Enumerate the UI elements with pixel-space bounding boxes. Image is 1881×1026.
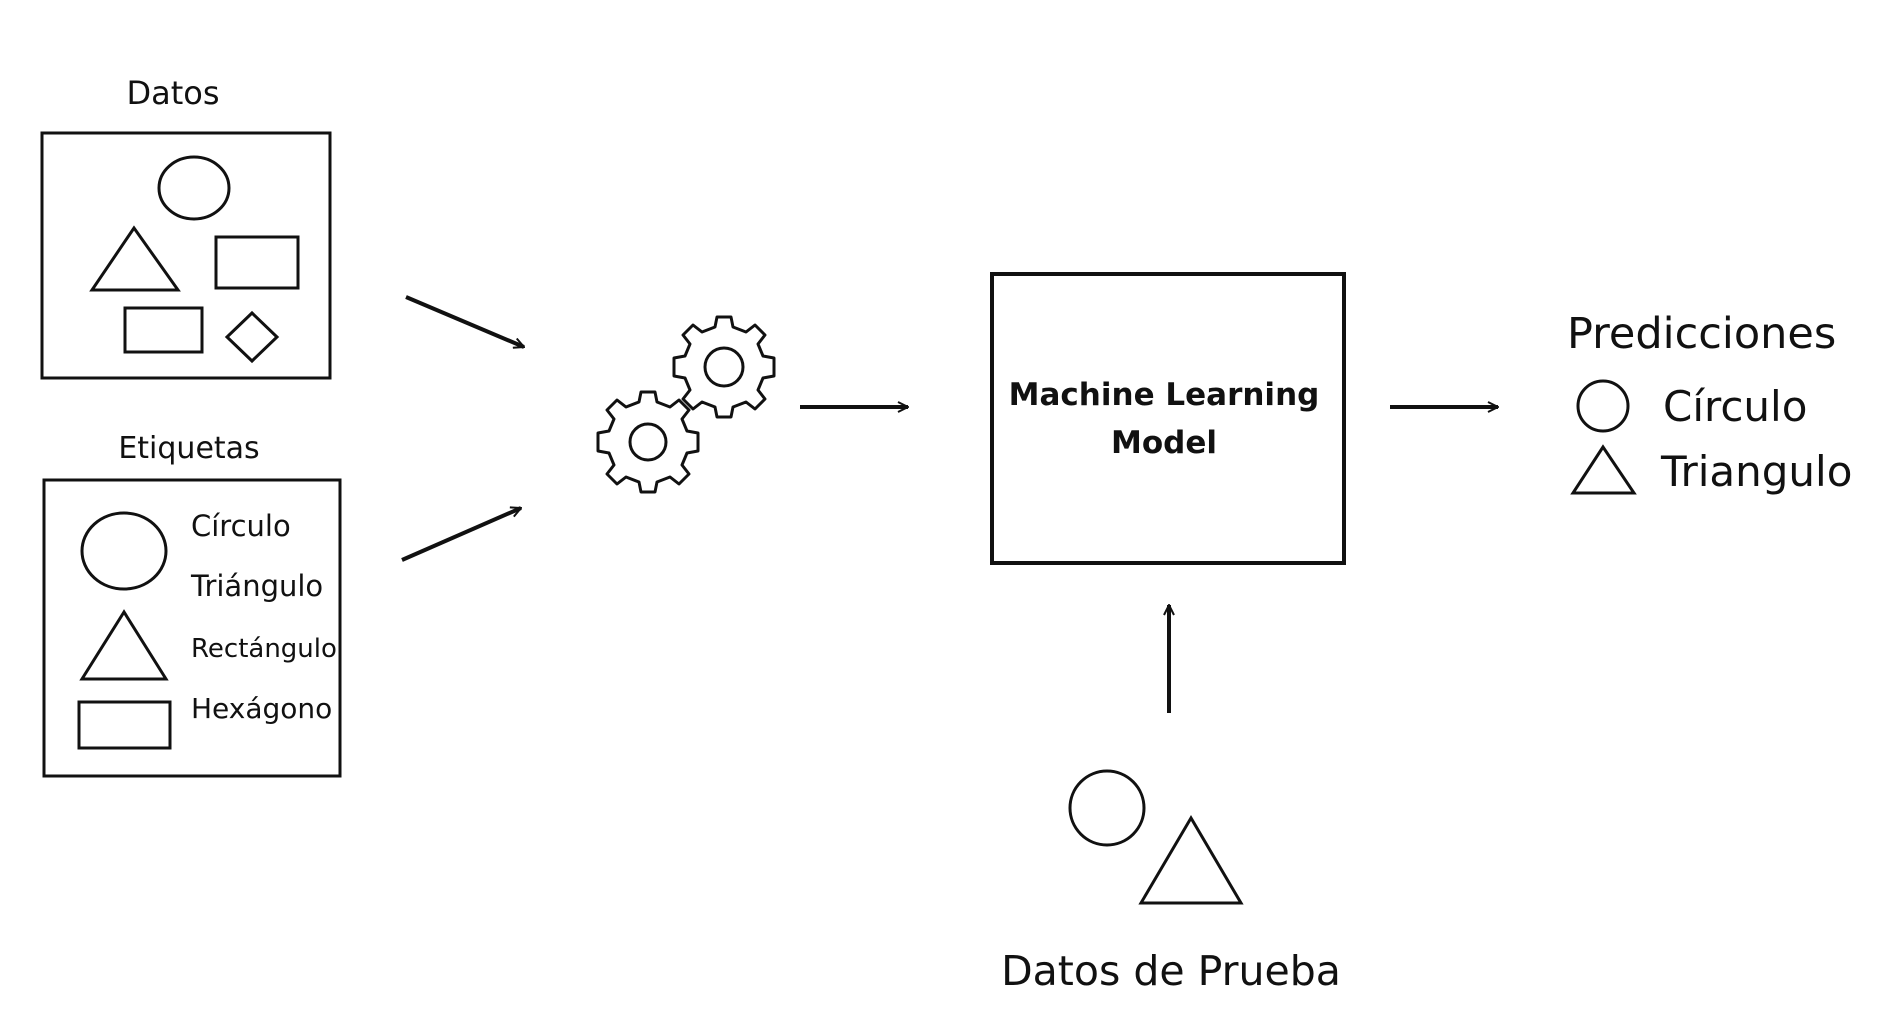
gear-large-icon bbox=[672, 315, 776, 419]
model-box: Machine Learning Model bbox=[990, 272, 1346, 565]
datos-rectangle-shape-small bbox=[123, 306, 204, 354]
etiquetas-title: Etiquetas bbox=[118, 431, 259, 466]
prediccion-circle-shape bbox=[1576, 379, 1630, 433]
arrow-etiquetas-to-training bbox=[401, 506, 521, 562]
prediccion-triangle-shape bbox=[1570, 444, 1637, 495]
datos-title: Datos bbox=[126, 74, 219, 112]
etiquetas-panel: Etiquetas Círculo Triángulo Rectángulo H… bbox=[42, 431, 342, 778]
model-label-line1: Machine Learning bbox=[1009, 377, 1320, 413]
datos-triangle-shape bbox=[89, 225, 181, 292]
prediccion-item-circulo: Círculo bbox=[1663, 382, 1807, 431]
prediccion-item-triangulo: Triangulo bbox=[1660, 447, 1852, 496]
test-data-panel: Datos de Prueba bbox=[1001, 769, 1341, 995]
etiquetas-item-triangulo: Triángulo bbox=[190, 569, 323, 603]
predicciones-title: Predicciones bbox=[1567, 309, 1836, 359]
etiquetas-triangle-shape bbox=[79, 609, 169, 681]
test-triangle-shape bbox=[1138, 815, 1244, 905]
gear-small-icon bbox=[596, 390, 700, 494]
etiquetas-item-rectangulo: Rectángulo bbox=[191, 634, 337, 664]
etiquetas-box bbox=[42, 478, 342, 778]
etiquetas-item-hexagono: Hexágono bbox=[191, 692, 332, 725]
model-frame bbox=[990, 272, 1346, 565]
datos-panel: Datos bbox=[40, 74, 332, 380]
predicciones-panel: Predicciones Círculo Triangulo bbox=[1567, 309, 1852, 496]
datos-box bbox=[40, 131, 332, 380]
datos-rectangle-shape bbox=[214, 235, 300, 290]
etiquetas-circle-shape bbox=[80, 511, 168, 591]
arrow-datos-to-training bbox=[405, 295, 524, 349]
datos-circle-shape bbox=[157, 155, 231, 221]
test-circle-shape bbox=[1068, 769, 1146, 847]
gears-icon bbox=[596, 315, 776, 494]
etiquetas-rectangle-shape bbox=[77, 700, 172, 750]
etiquetas-item-circulo: Círculo bbox=[191, 509, 291, 543]
datos-diamond-shape bbox=[224, 310, 280, 364]
model-label-line2: Model bbox=[1111, 425, 1217, 461]
test-title: Datos de Prueba bbox=[1001, 947, 1341, 995]
